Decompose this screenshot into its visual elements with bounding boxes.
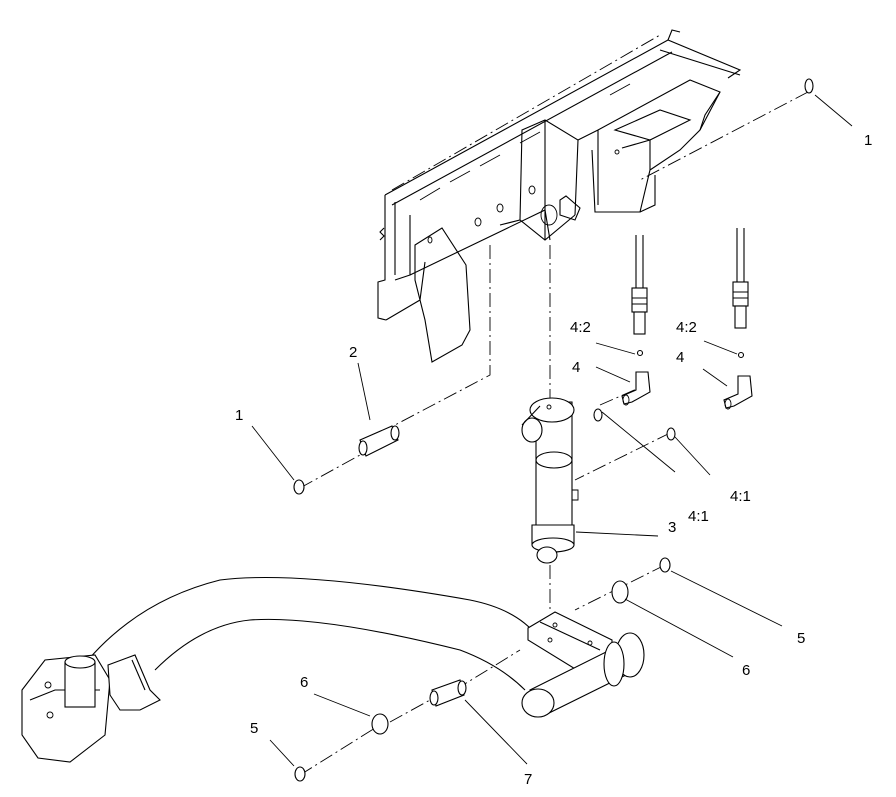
callout-2: 2 [349, 344, 357, 361]
leader-lines [251, 94, 853, 767]
snap-ring-1-top [804, 78, 814, 94]
snap-ring-5-left [294, 766, 306, 782]
pin-7 [429, 679, 467, 707]
callout-5-left: 5 [250, 720, 258, 737]
frame-assembly [377, 29, 742, 363]
hydraulic-cylinder [521, 397, 579, 564]
pin-2 [358, 425, 400, 457]
o-ring-4-1-lower [666, 427, 676, 441]
elbow-fitting-right [723, 375, 753, 410]
callout-6-left: 6 [300, 674, 308, 691]
callout-4-1-upper: 4:1 [730, 488, 751, 505]
callout-1-top: 1 [864, 132, 872, 149]
snap-ring-1-left [293, 479, 305, 495]
callout-7: 7 [524, 771, 532, 788]
callout-4-right: 4 [676, 349, 684, 366]
o-ring-4-1-upper [593, 408, 603, 422]
callout-4-left: 4 [572, 359, 580, 376]
washer-6-left [371, 713, 389, 735]
callout-4-2-right: 4:2 [676, 319, 697, 336]
callout-3: 3 [668, 519, 676, 536]
o-ring-4-2-left [636, 349, 644, 357]
hydraulic-hoses [631, 228, 749, 335]
callout-labels: 1 1 2 3 4 4 4:2 4:2 4:1 4:1 5 5 6 6 7 [235, 132, 872, 788]
callout-4-2-left: 4:2 [570, 319, 591, 336]
elbow-fitting-left [621, 371, 651, 406]
callout-1-left: 1 [235, 407, 243, 424]
callout-4-1-lower: 4:1 [688, 508, 709, 525]
callout-6-right: 6 [742, 662, 750, 679]
callout-5-right: 5 [797, 630, 805, 647]
snap-ring-5-right [659, 557, 671, 573]
o-ring-4-2-right [737, 351, 745, 359]
steering-arm [21, 576, 645, 763]
washer-6-right [611, 580, 629, 604]
